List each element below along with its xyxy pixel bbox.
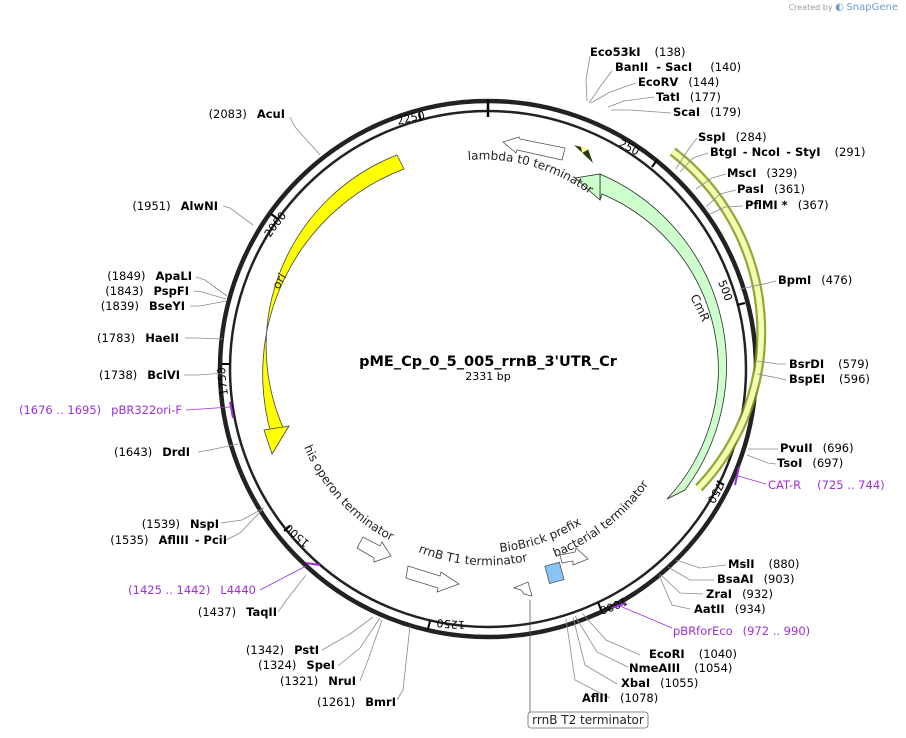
feature-cmr[interactable]: CmR: [574, 145, 767, 500]
site-bpmi[interactable]: BpmI(476): [778, 273, 852, 287]
primer-pbrforeco[interactable]: pBRforEco(972 .. 990): [673, 624, 810, 638]
site-apali[interactable]: (1849)ApaLI: [107, 269, 192, 283]
site-acui[interactable]: (2083)AcuI: [209, 107, 285, 121]
site-msli[interactable]: MslI(880): [728, 557, 799, 571]
primer-l4440[interactable]: (1425 .. 1442)L4440: [128, 583, 256, 597]
site-bclvi[interactable]: (1738)BclVI: [99, 368, 180, 382]
ori-label: ori: [269, 271, 289, 292]
site-aatii[interactable]: AatII(934): [694, 602, 766, 616]
site-tsoi[interactable]: TsoI(697): [777, 456, 843, 470]
bacterial-terminator-label: bacterial terminator: [551, 478, 651, 560]
site-ecorv[interactable]: EcoRV(144): [638, 75, 719, 89]
tick-label-1750: 1750: [215, 367, 231, 396]
lambda-t0-label: lambda t0 terminator: [467, 148, 596, 196]
site-nrui[interactable]: (1321)NruI: [280, 674, 356, 688]
credit-text: Created by: [788, 3, 833, 12]
site-labels-left: (1261)BmrI (1321)NruI (1324)SpeI (1342)P…: [97, 107, 396, 709]
site-aflii[interactable]: AflII(1078): [582, 691, 658, 705]
his-operon-label: his operon terminator: [301, 443, 396, 544]
site-pvuii[interactable]: PvuII(696): [780, 441, 854, 455]
site-bspei[interactable]: BspEI(596): [789, 372, 870, 386]
site-bsrdi[interactable]: BsrDI(579): [789, 357, 869, 371]
primer-cat-r[interactable]: CAT-R(725 .. 744): [768, 478, 885, 492]
site-nmeaiii[interactable]: NmeAIII(1054): [629, 661, 732, 675]
site-bmri[interactable]: (1261)BmrI: [317, 695, 396, 709]
tick-label-1250: 1250: [436, 616, 465, 631]
feature-his-operon-terminator[interactable]: his operon terminator: [301, 443, 396, 563]
site-sspi[interactable]: SspI(284): [698, 130, 767, 144]
site-btgi-ncoi-styi[interactable]: BtgI-NcoI-StyI(291): [710, 145, 865, 159]
site-pasi[interactable]: PasI(361): [737, 182, 805, 196]
tick-label-2000: 2000: [262, 209, 289, 239]
site-psti[interactable]: (1342)PstI: [246, 643, 319, 657]
feature-ori[interactable]: ori: [262, 154, 405, 455]
primer-marks: [229, 401, 740, 609]
tick-marks: [222, 112, 746, 630]
site-afliii-pcii[interactable]: (1535)AflIII-PciI: [110, 533, 227, 547]
site-labels-right: Eco53kI(138) BanII-SacI(140) EcoRV(144) …: [582, 45, 870, 705]
site-leader-lines: [184, 55, 787, 701]
site-xbai[interactable]: XbaI(1055): [621, 676, 698, 690]
snapgene-logo-icon: ◐: [835, 2, 844, 13]
primer-pbr322ori-f[interactable]: (1676 .. 1695)pBR322ori-F: [19, 403, 182, 417]
primer-leader-lines: [185, 406, 767, 629]
site-zrai[interactable]: ZraI(932): [706, 587, 773, 601]
site-msci[interactable]: MscI(329): [727, 166, 797, 180]
tick-label-2250: 2250: [395, 109, 425, 128]
site-eco53ki[interactable]: Eco53kI(138): [590, 45, 685, 59]
site-bseyi[interactable]: (1839)BseYI: [101, 299, 185, 313]
site-pspfi[interactable]: (1843)PspFI: [105, 284, 189, 298]
site-ecori[interactable]: EcoRI(1040): [649, 647, 737, 661]
credit-brand: SnapGene: [846, 2, 898, 13]
site-tati[interactable]: TatI(177): [656, 90, 721, 104]
site-taqii[interactable]: (1437)TaqII: [198, 605, 277, 619]
site-nspi[interactable]: (1539)NspI: [142, 517, 219, 531]
site-spei[interactable]: (1324)SpeI: [258, 658, 335, 672]
tick-label-1000: 1000: [598, 594, 629, 616]
site-drdi[interactable]: (1643)DrdI: [114, 445, 190, 459]
site-alwni[interactable]: (1951)AlwNI: [132, 199, 218, 213]
rrnb-t2-label: rrnB T2 terminator: [532, 713, 644, 727]
site-scai[interactable]: ScaI(179): [673, 105, 741, 119]
plasmid-length: 2331 bp: [465, 370, 510, 383]
site-haeii[interactable]: (1783)HaeII: [97, 331, 179, 345]
site-pflmi[interactable]: PflMI *(367): [745, 198, 829, 212]
primer-labels: CAT-R(725 .. 744) pBRforEco(972 .. 990) …: [19, 403, 885, 638]
snapgene-credit: Created by ◐ SnapGene: [789, 2, 898, 13]
site-bsaai[interactable]: BsaAI(903): [717, 572, 795, 586]
feature-rrnb-t2-terminator[interactable]: rrnB T2 terminator: [512, 581, 649, 729]
plasmid-name: pME_Cp_0_5_005_rrnB_3'UTR_Cr: [359, 354, 618, 370]
site-banii-saci[interactable]: BanII-SacI(140): [615, 60, 741, 74]
